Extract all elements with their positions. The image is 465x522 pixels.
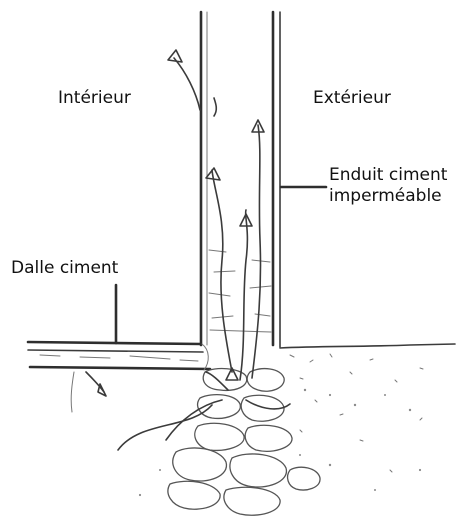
render-label-line-2: imperméable [329, 186, 442, 206]
ground-dots [139, 389, 421, 496]
slab-top-line [28, 342, 201, 344]
foundation-stones [168, 369, 320, 516]
slab-edge [202, 344, 208, 370]
slab [28, 342, 210, 370]
slab-label: Dalle ciment [11, 258, 118, 278]
ground-line [280, 344, 455, 348]
slab-top-line-inner [28, 350, 203, 352]
slab-texture [40, 355, 198, 361]
exterior-ground [280, 344, 455, 472]
render-label-line-1: Enduit ciment [329, 165, 447, 185]
moisture-path-2 [240, 210, 247, 380]
moisture-path-3 [252, 125, 261, 378]
wall-joint-lines [209, 250, 271, 332]
slab-moisture-path [86, 372, 104, 392]
moisture-path-top [174, 58, 200, 110]
interior-label: Intérieur [58, 88, 131, 108]
exterior-label: Extérieur [313, 88, 391, 108]
slab-moisture-trace [71, 372, 74, 412]
slab-bottom-line [30, 367, 210, 369]
moisture-arrow-icon [168, 50, 182, 62]
ground-specks [290, 354, 423, 472]
moisture-arrow-tail [214, 98, 216, 116]
moisture-path-5 [166, 400, 222, 440]
